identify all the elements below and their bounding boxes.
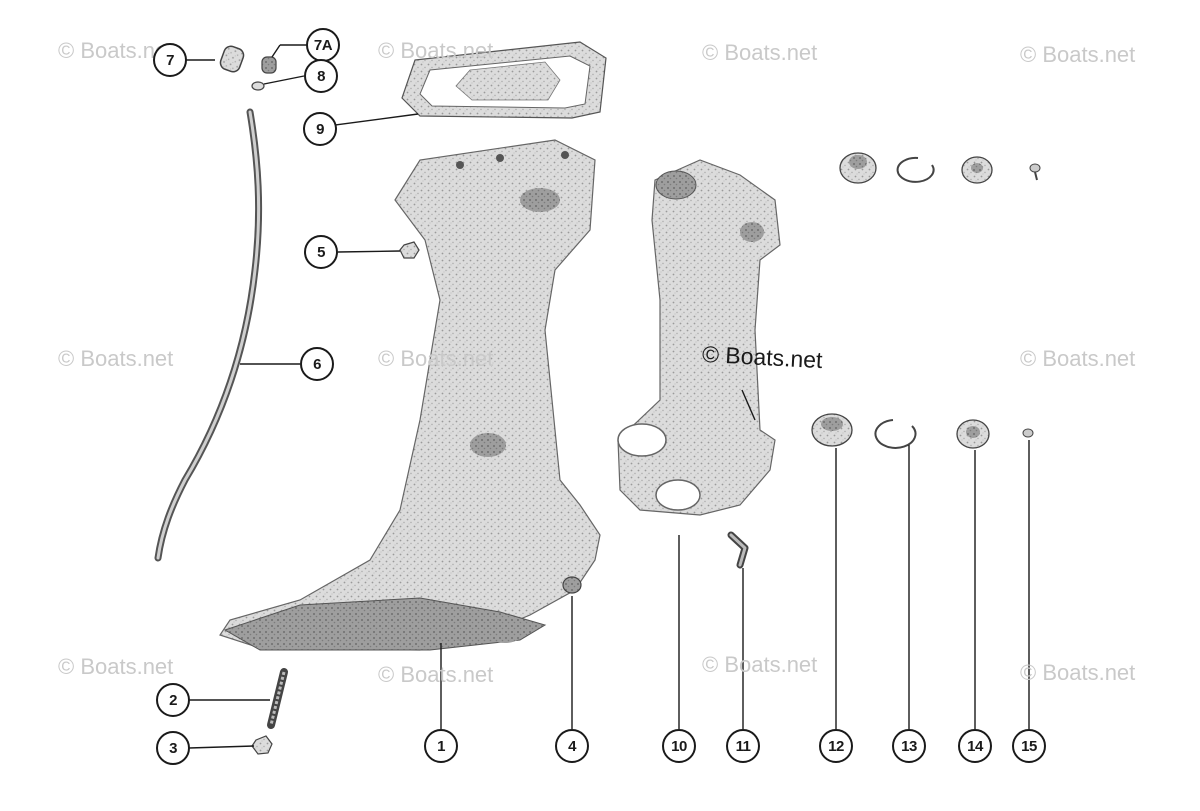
callout-4: 4: [555, 729, 589, 763]
driveshaft-housing-part: [219, 139, 601, 651]
watermark: © Boats.net: [378, 346, 494, 371]
plug-part: [562, 576, 582, 594]
callout-7a: 7A: [306, 28, 340, 62]
seal-ring-part: [956, 419, 990, 449]
callout-2: 2: [156, 683, 190, 717]
washer-part: [251, 81, 265, 91]
upper-bushing-part: [839, 152, 877, 184]
callout-1: 1: [424, 729, 458, 763]
gasket-part: [401, 41, 607, 119]
bushing-part: [811, 413, 853, 447]
swivel-bracket-part: [617, 159, 781, 516]
watermark: © Boats.net: [58, 346, 174, 371]
watermark: © Boats.net: [1020, 346, 1136, 371]
callout-6: 6: [300, 347, 334, 381]
callout-13: 13: [892, 729, 926, 763]
nut-part: [399, 241, 420, 259]
watermark: © Boats.net: [702, 652, 818, 677]
upper-seal-part: [961, 156, 993, 184]
callout-9: 9: [303, 112, 337, 146]
watermark: © Boats.net: [702, 40, 818, 65]
callout-5: 5: [304, 235, 338, 269]
callout-14: 14: [958, 729, 992, 763]
callout-3: 3: [156, 731, 190, 765]
callout-12: 12: [819, 729, 853, 763]
callout-11: 11: [726, 729, 760, 763]
watermark: © Boats.net: [1020, 42, 1136, 67]
pin-part: [727, 531, 749, 569]
callout-8: 8: [304, 59, 338, 93]
watermark: © Boats.net: [378, 662, 494, 687]
watermark: © Boats.net: [378, 38, 494, 63]
snap-ring-part: [874, 419, 917, 449]
upper-screw-part: [1029, 163, 1041, 181]
watermark: © Boats.net: [58, 654, 174, 679]
watermark: © Boats.net: [1020, 660, 1136, 685]
upper-snap-ring-part: [896, 156, 935, 183]
grommet-part: [219, 45, 245, 73]
callout-10: 10: [662, 729, 696, 763]
water-tube-part: [154, 108, 263, 562]
callout-7: 7: [153, 43, 187, 77]
stud-part: [267, 668, 288, 729]
leader-lines: [186, 44, 1030, 749]
screw-part: [1022, 428, 1034, 438]
callout-15: 15: [1012, 729, 1046, 763]
stud-nut-part: [251, 735, 273, 755]
seal-part: [261, 56, 277, 74]
